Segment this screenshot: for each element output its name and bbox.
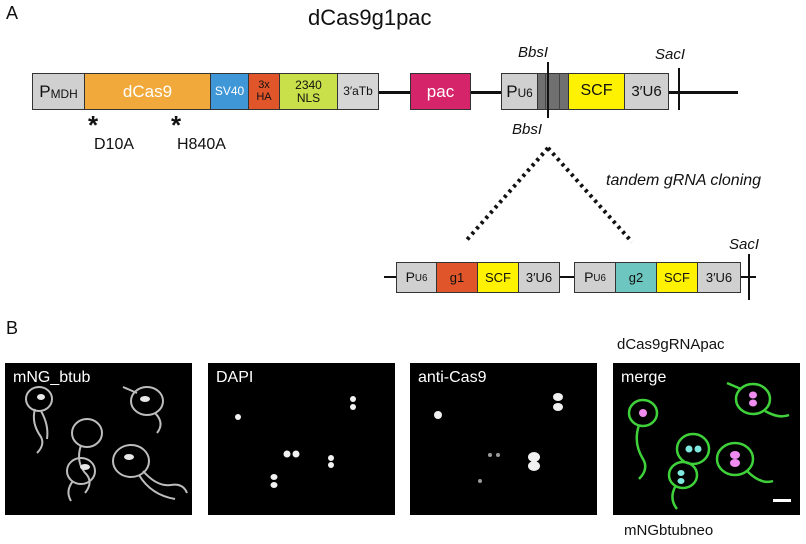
dcas9-segment: dCas9 <box>84 73 211 110</box>
sv40-label: SV40 <box>214 84 245 99</box>
mutation-h840a: H840A <box>177 136 226 153</box>
nls-top: 2340 <box>295 77 322 92</box>
scf-label: SCF <box>580 82 613 100</box>
expansion-dotted-lines <box>463 146 634 244</box>
dcas9-label: dCas9 <box>122 81 173 101</box>
pac-segment: pac <box>410 73 471 110</box>
u6-terminator-label: 3′U6 <box>631 82 662 100</box>
dapi-title: DAPI <box>216 369 254 386</box>
tandem-saci-tick <box>748 254 750 300</box>
bbsi-stuffer <box>537 73 569 110</box>
anti-cas9-title: anti-Cas9 <box>418 369 487 386</box>
pac-label: pac <box>426 81 455 101</box>
panel-b-letter: B <box>6 318 19 338</box>
merge-title: merge <box>621 369 667 386</box>
tandem-scf-1-label: SCF <box>485 269 511 285</box>
anti-cas9-signal <box>434 393 563 483</box>
bbsi-stuffer-divider-1 <box>545 73 546 110</box>
tandem-pu6-1-sub: U6 <box>414 272 428 284</box>
dapi-nuclei <box>235 396 356 488</box>
tandem-scf-1: SCF <box>477 262 519 293</box>
tandem-u6-2-label: 3′U6 <box>705 269 733 285</box>
mutation-star-1: * <box>88 110 99 140</box>
ha-tag-segment: 3x HA <box>248 73 280 110</box>
tandem-g1: g1 <box>436 262 478 293</box>
scale-bar <box>773 499 791 502</box>
mutation-star-2: * <box>171 110 182 140</box>
merge-overlay <box>627 381 791 510</box>
sv40-segment: SV40 <box>210 73 249 110</box>
saci-label-top: SacI <box>655 46 686 63</box>
construct-backbone <box>240 91 738 94</box>
atb-label: 3′aTb <box>343 84 373 99</box>
tandem-cloning-label: tandem gRNA cloning <box>606 172 762 189</box>
nls-bottom: NLS <box>296 90 321 105</box>
u6-terminator: 3′U6 <box>624 73 669 110</box>
bbsi-stuffer-divider-2 <box>559 73 560 110</box>
ha-top: 3x <box>258 78 270 91</box>
panel-a-letter: A <box>6 3 19 23</box>
tandem-saci-label: SacI <box>729 236 760 253</box>
tandem-pu6-1-p: P <box>405 269 415 286</box>
tandem-u6-1-label: 3′U6 <box>525 269 553 285</box>
strain-label-bottom: mNGbtubneo <box>624 522 714 539</box>
micrograph-dapi: DAPI <box>208 363 395 515</box>
tandem-g1-label: g1 <box>449 269 465 285</box>
scf-segment: SCF <box>568 73 625 110</box>
pu6-p: P <box>506 81 518 101</box>
tandem-backbone <box>384 276 756 278</box>
mng-btub-cells <box>25 386 188 502</box>
micrograph-merge: merge <box>613 363 800 515</box>
micrograph-mng-btub: mNG_btub <box>5 363 192 515</box>
nls-segment: 2340 NLS <box>279 73 338 110</box>
strain-label-top: dCas9gRNApac <box>617 336 725 353</box>
atb-segment: 3′aTb <box>337 73 379 110</box>
panel-a-title: dCas9g1pac <box>308 5 432 30</box>
saci-site-tick <box>678 68 680 110</box>
mutation-d10a: D10A <box>94 136 135 153</box>
tandem-u6-1: 3′U6 <box>518 262 560 293</box>
tandem-pu6-2-sub: U6 <box>593 272 606 284</box>
bbsi-site-tick <box>547 62 549 118</box>
micrograph-anti-cas9: anti-Cas9 <box>410 363 597 515</box>
pu6-sub: U6 <box>517 85 533 100</box>
tandem-g2-label: g2 <box>628 269 644 285</box>
bbsi-label-bottom: BbsI <box>512 121 543 138</box>
tandem-g2: g2 <box>615 262 657 293</box>
pmdh-p: P <box>39 81 51 101</box>
tandem-scf-2: SCF <box>656 262 698 293</box>
tandem-pu6-2-p: P <box>584 269 594 286</box>
bbsi-label-top: BbsI <box>518 44 549 61</box>
tandem-u6-2: 3′U6 <box>697 262 741 293</box>
pmdh-sub: MDH <box>50 86 78 101</box>
mng-btub-title: mNG_btub <box>13 369 91 386</box>
tandem-scf-2-label: SCF <box>664 269 690 285</box>
ha-bottom: HA <box>256 90 272 103</box>
